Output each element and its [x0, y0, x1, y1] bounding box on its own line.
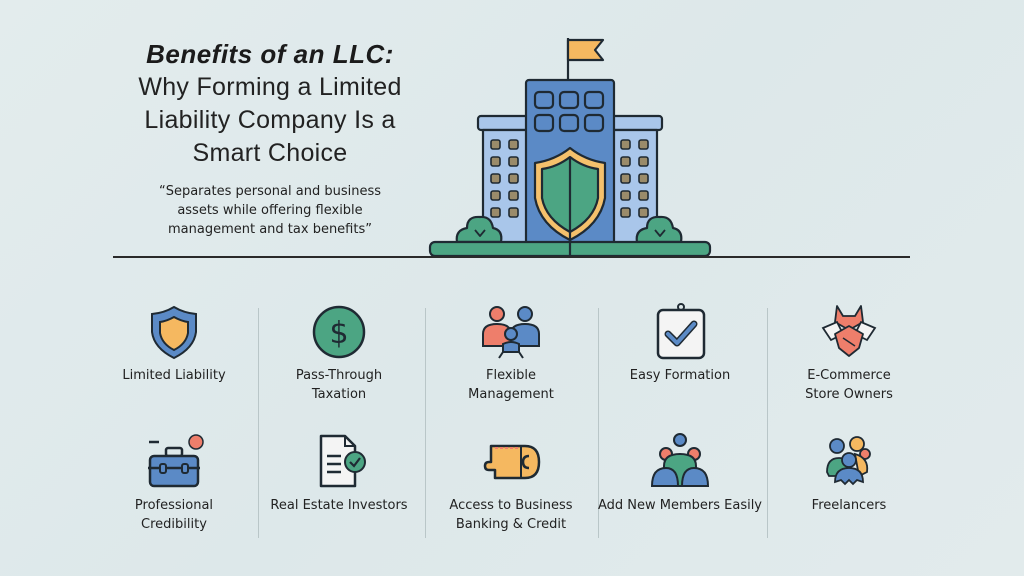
title-block: Benefits of an LLC: Why Forming a Limite… [100, 38, 440, 239]
subtitle-line-2: Liability Company Is a [144, 106, 396, 134]
people-cluster-icon [826, 436, 871, 486]
benefit-label: Freelancers [811, 498, 887, 513]
benefit-freelancers: Freelancers [765, 432, 933, 515]
team-icon [650, 433, 710, 487]
benefit-label: Add New Members Easily [597, 498, 763, 513]
divider [598, 308, 599, 538]
divider [767, 308, 768, 538]
fox-handshake-icon [821, 305, 877, 357]
benefit-label: Real Estate Investors [270, 498, 408, 513]
dollar-coin-icon: $ [312, 305, 366, 359]
ground-line [113, 256, 910, 258]
benefit-label: Professional [134, 498, 214, 513]
page-title: Benefits of an LLC: [146, 39, 394, 69]
building-illustration [428, 38, 712, 258]
benefit-label: Taxation [311, 387, 367, 402]
benefit-label: Pass-Through [295, 368, 383, 383]
quote: “Separates personal and business assets … [100, 182, 440, 239]
benefit-label: Flexible [485, 368, 537, 383]
benefit-real-estate-investors: Real Estate Investors [255, 432, 423, 515]
benefit-easy-formation: Easy Formation [596, 302, 764, 385]
quote-line-1: “Separates personal and business [158, 184, 382, 199]
benefit-limited-liability: Limited Liability [90, 302, 258, 385]
benefit-label: Management [468, 387, 554, 402]
quote-line-2: assets while offering flexible [177, 203, 363, 218]
benefit-label: Store Owners [805, 387, 893, 402]
subtitle-line-1: Why Forming a Limited [138, 73, 402, 101]
svg-text:$: $ [329, 316, 348, 351]
family-group-icon [482, 306, 540, 359]
benefit-label: Limited Liability [122, 368, 226, 383]
benefit-label: Credibility [141, 517, 207, 532]
divider [258, 308, 259, 538]
benefit-label: E-Commerce [807, 368, 891, 383]
wallet-icon [483, 444, 541, 480]
benefit-label: Access to Business [449, 498, 573, 513]
benefit-add-new-members: Add New Members Easily [596, 432, 764, 515]
checklist-icon [656, 303, 706, 360]
quote-line-3: management and tax benefits” [168, 222, 372, 237]
benefit-label: Banking & Credit [455, 517, 567, 532]
divider [425, 308, 426, 538]
benefit-label: Easy Formation [629, 368, 731, 383]
briefcase-icon [148, 434, 204, 488]
document-check-icon [319, 434, 366, 488]
shield-icon [151, 305, 197, 360]
subtitle-line-3: Smart Choice [192, 139, 348, 167]
